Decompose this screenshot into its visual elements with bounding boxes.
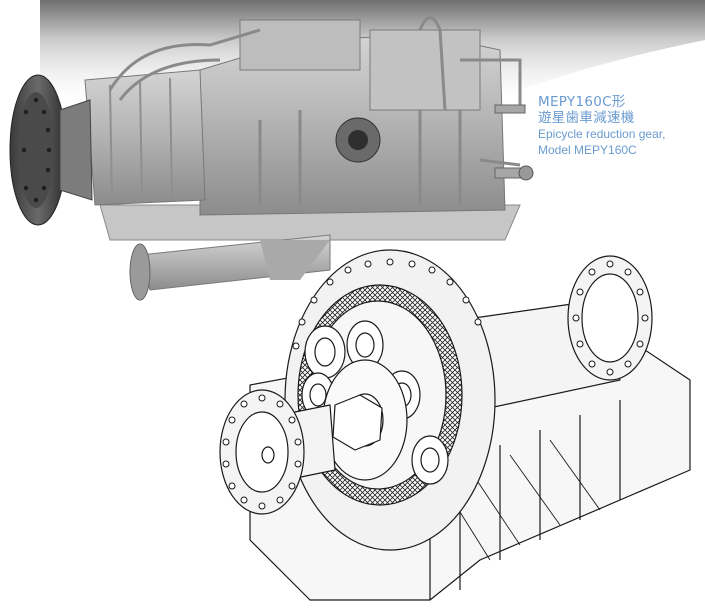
housing-ribs bbox=[258, 110, 462, 205]
drawing-output-flange-bolts bbox=[572, 260, 649, 376]
drawing-base-rib-diagonals bbox=[439, 439, 601, 561]
caption-model-jp: MEPY160C形 bbox=[538, 94, 626, 110]
flange-neck bbox=[59, 99, 93, 201]
housing-top-box bbox=[239, 19, 361, 71]
outlet-cap bbox=[518, 165, 534, 181]
gear-photo bbox=[9, 0, 705, 301]
oil-piping bbox=[108, 16, 522, 167]
lower-support bbox=[260, 240, 330, 280]
drawing-input-flange-bolts bbox=[222, 394, 302, 510]
housing-right-box bbox=[369, 29, 481, 111]
gear-cutaway-drawing bbox=[219, 249, 691, 601]
drawing-hex-nut bbox=[332, 394, 383, 451]
coupling-flange-face bbox=[18, 92, 54, 208]
flange-bolts bbox=[21, 97, 52, 203]
caption-model-en: Model MEPY160C bbox=[538, 143, 637, 157]
input-ribs bbox=[109, 77, 173, 201]
drawing-input-bore bbox=[261, 446, 275, 464]
shaft-center bbox=[348, 130, 368, 150]
caption-name-en: Epicycle reduction gear, bbox=[538, 127, 666, 141]
caption-block: MEPY160C形 遊星歯車減速機 Epicycle reduction gea… bbox=[538, 94, 665, 158]
duct-flange bbox=[129, 243, 151, 301]
caption-name-jp: 遊星歯車減速機 bbox=[538, 110, 635, 126]
drawing-ring-bolts bbox=[292, 258, 482, 350]
drawing-output-flange-face bbox=[581, 273, 639, 363]
outlet-pipe-upper bbox=[494, 104, 526, 114]
